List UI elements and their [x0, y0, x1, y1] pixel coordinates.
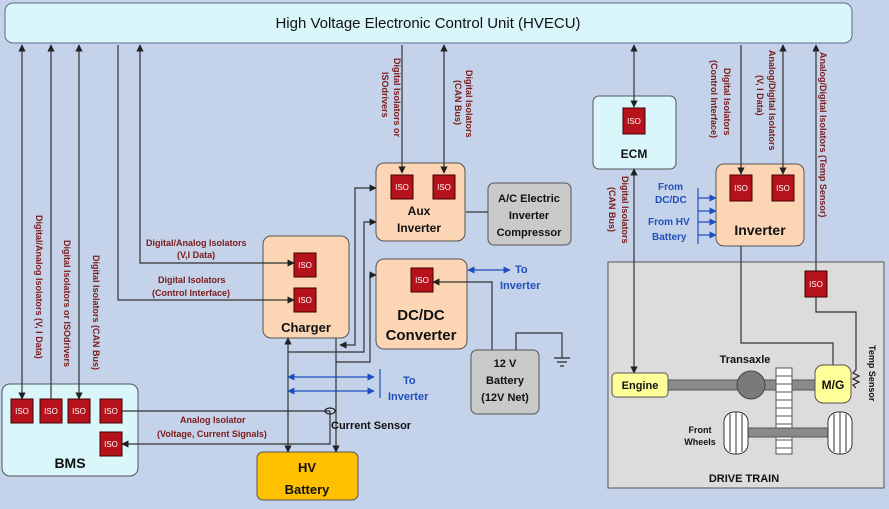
gear-icon — [775, 367, 793, 455]
iso-label: ISO — [734, 184, 748, 193]
iso-block — [771, 174, 795, 202]
iso-block — [432, 174, 456, 200]
bms-title: BMS — [54, 455, 85, 471]
current-sensor-icon — [324, 407, 336, 415]
hvecu-box — [4, 2, 853, 44]
dcdc-title-1: DC/DC — [397, 307, 445, 324]
iso-label: ISO — [395, 183, 409, 192]
inv-label-3: Analog/Digital Isolators (Temp Sensor) — [818, 52, 828, 217]
temp-sensor-icon — [851, 369, 861, 389]
transaxle-gear — [736, 370, 766, 400]
current-sensor-label: Current Sensor — [331, 420, 412, 432]
ac-compressor-box — [487, 182, 572, 246]
iso-label: ISO — [104, 407, 118, 416]
front-wheels-1: Front — [689, 425, 712, 435]
ecm-label-a: Digital Isolators — [620, 176, 630, 244]
iso-label: ISO — [298, 296, 312, 305]
ac-line-1: A/C Electric — [498, 193, 560, 205]
inv-label-2b: (V, I Data) — [755, 75, 765, 116]
inv-label-1b: (Control Interface) — [709, 60, 719, 138]
aux-label-1b: ISOdrivers — [380, 72, 390, 118]
iso-label: ISO — [15, 407, 29, 416]
ac-line-2: Inverter — [509, 210, 550, 222]
drive-train-title: DRIVE TRAIN — [709, 473, 779, 485]
from-dcdc-1: From — [658, 182, 683, 193]
wheel-icon — [827, 411, 853, 455]
bms-label-2: Digital Isolators or ISOdrivers — [62, 240, 72, 367]
iso-label: ISO — [437, 183, 451, 192]
charger-to-inverter-2: Inverter — [388, 391, 429, 403]
transaxle-label: Transaxle — [720, 354, 771, 366]
ecm-title: ECM — [621, 147, 648, 161]
hvecu-title: High Voltage Electronic Control Unit (HV… — [275, 15, 580, 32]
mg-box — [814, 364, 852, 404]
battery12-line-2: Battery — [486, 375, 525, 387]
iso-label: ISO — [415, 276, 429, 285]
ecm-label-b: (CAN Bus) — [607, 187, 617, 232]
aux-title-1: Aux — [408, 204, 431, 218]
charger-title: Charger — [281, 320, 331, 335]
bms-iso-group: ISO ISO ISO ISO ISO — [10, 398, 123, 457]
inv-label-1a: Digital Isolators — [722, 68, 732, 136]
aux-bus-link — [339, 184, 377, 349]
engine-label: Engine — [622, 380, 659, 392]
dcdc-to-inverter-2: Inverter — [500, 280, 541, 292]
analog-iso-label-b: (Voltage, Current Signals) — [157, 429, 267, 439]
hv-battery-box — [256, 451, 359, 501]
iso-label: ISO — [627, 117, 641, 126]
from-dcdc-2: DC/DC — [655, 195, 687, 206]
from-hv-1: From HV — [648, 217, 690, 228]
iso-label: ISO — [72, 407, 86, 416]
bms-label-1: Digital/Analog Isolators (V, I Data) — [34, 215, 44, 359]
bms-label-3: Digital Isolators (CAN Bus) — [91, 255, 101, 370]
hv-battery-line-1: HV — [298, 460, 316, 475]
iso-label: ISO — [809, 280, 823, 289]
aux-label-2b: (CAN Bus) — [453, 80, 463, 125]
charger-label-2b: (Control Interface) — [152, 288, 230, 298]
iso-block — [390, 174, 414, 200]
temp-sensor-wire — [815, 297, 857, 370]
aux-label-1a: Digital Isolators or — [392, 58, 402, 138]
iso-label: ISO — [44, 407, 58, 416]
charger-to-inverter-1: To — [403, 375, 416, 387]
iso-label: ISO — [298, 261, 312, 270]
ground-icon — [554, 357, 570, 367]
iso-label: ISO — [104, 440, 118, 449]
iso-block — [729, 174, 753, 202]
battery12-line-3: (12V Net) — [481, 392, 529, 404]
ac-line-3: Compressor — [497, 227, 563, 239]
dcdc-title-2: Converter — [386, 327, 457, 344]
dcdc-12v-link — [432, 278, 493, 350]
inv-label-2a: Analog/Digital Isolators — [767, 50, 777, 151]
wheel-icon — [723, 411, 749, 455]
ground-wire — [515, 332, 563, 358]
hv-battery-line-2: Battery — [285, 482, 331, 497]
battery12-box — [470, 349, 540, 415]
front-wheels-2: Wheels — [684, 437, 716, 447]
mg-label: M/G — [822, 378, 845, 392]
iso-label: ISO — [776, 184, 790, 193]
analog-iso-label-a: Analog Isolator — [180, 415, 246, 425]
from-hv-2: Battery — [652, 232, 687, 243]
battery12-line-1: 12 V — [494, 358, 517, 370]
iso-block — [622, 107, 646, 135]
charger-line-2 — [117, 45, 295, 304]
inverter-title: Inverter — [734, 222, 786, 238]
aux-title-2: Inverter — [397, 221, 441, 235]
inverter-mg-line — [740, 246, 834, 365]
charger-label-2a: Digital Isolators — [158, 275, 226, 285]
aux-label-2a: Digital Isolators — [464, 70, 474, 138]
temp-sensor-label: Temp Sensor — [867, 345, 877, 402]
charger-label-1b: (V,I Data) — [177, 250, 215, 260]
charger-line-1 — [136, 44, 295, 267]
dcdc-to-inverter-1: To — [515, 264, 528, 276]
current-sensor-line — [121, 411, 331, 448]
charger-label-1a: Digital/Analog Isolators — [146, 238, 247, 248]
dcdc-bus-link — [336, 271, 377, 363]
